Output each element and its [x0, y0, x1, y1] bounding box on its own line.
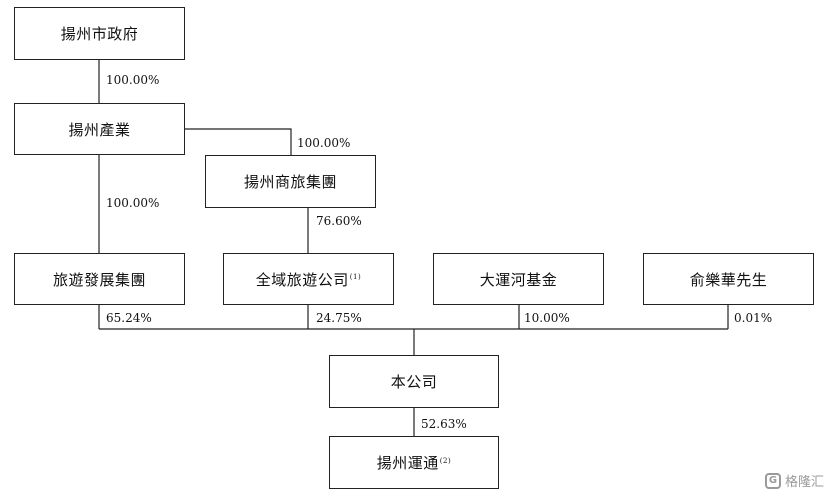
footnote-marker: (1) [349, 273, 362, 281]
entity-tourism-dev-group: 旅遊發展集團 [14, 253, 185, 305]
entity-label: 揚州市政府 [60, 25, 139, 43]
entity-commerce-tourism-group: 揚州商旅集團 [205, 155, 376, 208]
pct-commerce-to-quanyu: 76.60% [316, 214, 362, 228]
entity-label: 全域旅遊公司 [255, 270, 349, 289]
entity-label: 本公司 [390, 373, 438, 391]
pct-industry-to-tourism-dev: 100.00% [106, 196, 160, 210]
pct-yu-to-company: 0.01% [734, 311, 773, 325]
entity-yangzhou-transport: 揚州運通(2) [329, 436, 499, 489]
entity-quanyu-tourism: 全域旅遊公司(1) [223, 253, 394, 305]
footnote-marker: (2) [439, 456, 452, 465]
watermark-text: 格隆汇 [784, 475, 824, 490]
pct-quanyu-to-company: 24.75% [316, 311, 362, 325]
pct-gov-to-industry: 100.00% [106, 73, 160, 87]
line-industry-commerce [185, 128, 292, 155]
entity-label: 俞樂華先生 [689, 270, 768, 289]
entity-label: 旅遊發展集團 [52, 270, 146, 289]
entity-yangzhou-gov: 揚州市政府 [14, 7, 185, 60]
watermark: G 格隆汇 [764, 471, 824, 490]
entity-grand-canal-fund: 大運河基金 [433, 253, 604, 305]
pct-fund-to-company: 10.00% [524, 311, 570, 325]
pct-tourism-dev-to-company: 65.24% [106, 311, 152, 325]
gelonghui-logo-icon: G [764, 472, 781, 489]
entity-label: 大運河基金 [479, 270, 558, 289]
pct-company-to-transport: 52.63% [421, 417, 467, 431]
entity-label: 揚州商旅集團 [243, 173, 337, 191]
entity-yangzhou-industry: 揚州產業 [14, 103, 185, 155]
entity-label: 揚州產業 [68, 120, 131, 139]
entity-mr-yu: 俞樂華先生 [643, 253, 814, 305]
entity-company: 本公司 [329, 355, 499, 408]
entity-label: 揚州運通 [376, 454, 439, 472]
pct-industry-to-commerce: 100.00% [297, 136, 351, 150]
